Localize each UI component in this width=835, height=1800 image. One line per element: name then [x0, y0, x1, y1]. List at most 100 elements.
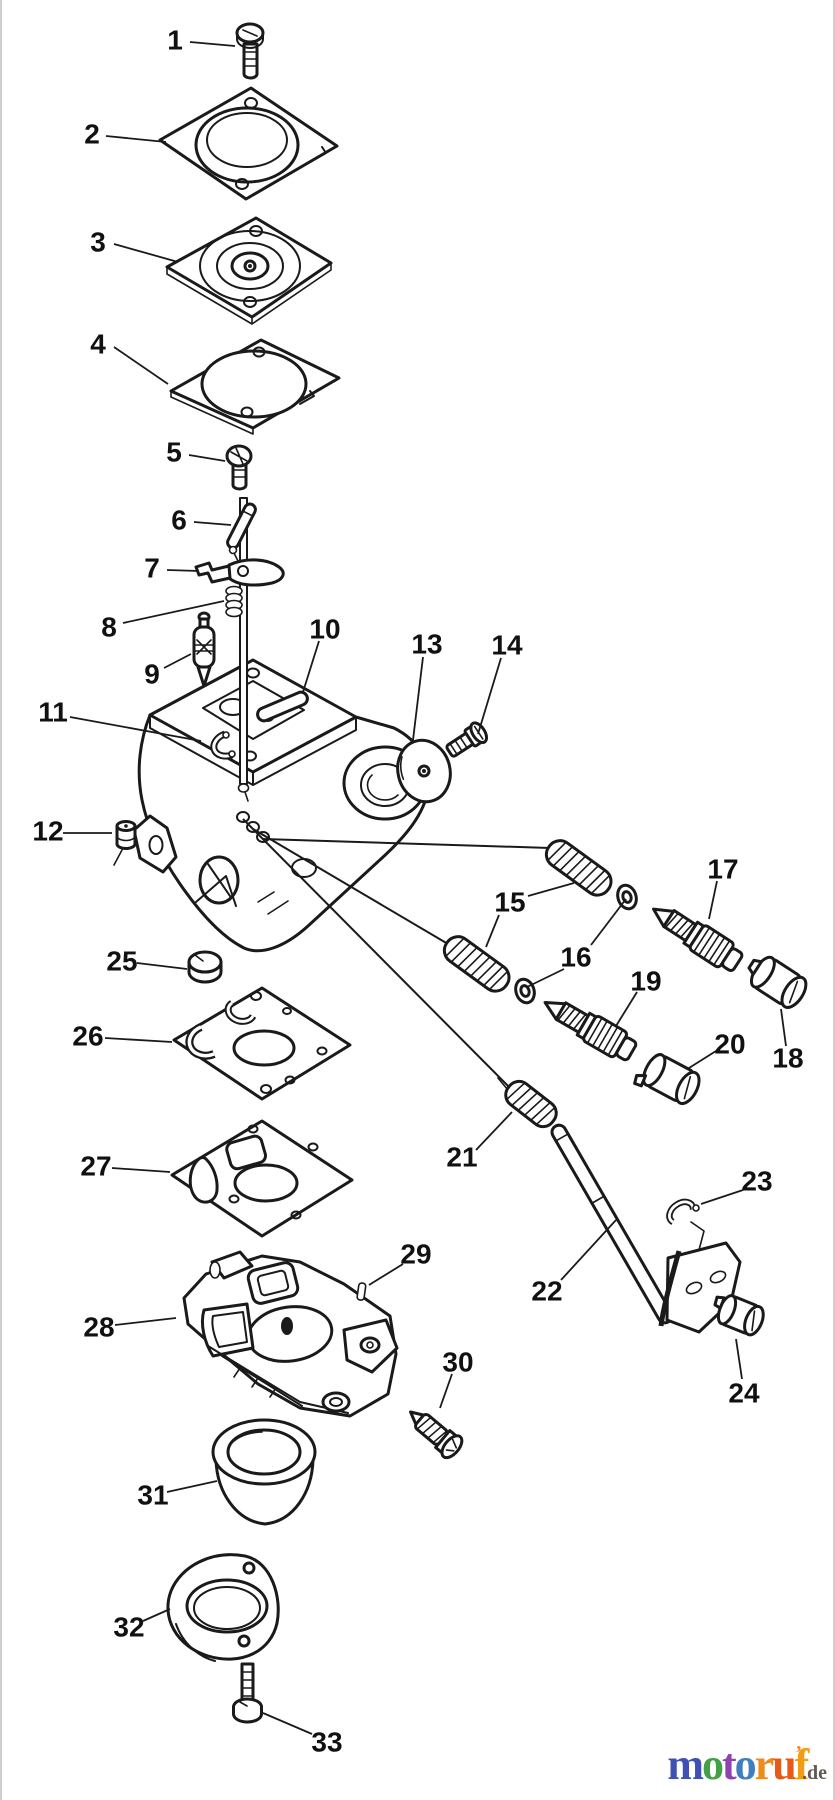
watermark-letters: motoruf	[667, 1740, 810, 1789]
part-15-spring-upper	[544, 839, 613, 897]
callout-9: 9	[144, 659, 160, 690]
part-10-pivot-pin	[256, 690, 309, 723]
part-12-check-valve	[113, 820, 137, 866]
watermark-letter: u	[772, 1740, 797, 1789]
callout-17: 17	[707, 854, 738, 885]
part-14-throttle-plate-screw	[445, 721, 489, 758]
callout-4: 4	[90, 329, 106, 360]
part-3-metering-diaphragm	[165, 216, 333, 325]
callout-10: 10	[309, 614, 340, 645]
part-32-primer-flange	[166, 1553, 280, 1662]
part-13-throttle-plate	[396, 738, 452, 804]
part-31-primer-base-cup	[211, 1418, 317, 1526]
part-33-base-screw	[232, 1662, 263, 1724]
callout-12: 12	[32, 816, 63, 847]
leader-line-16	[590, 898, 627, 946]
watermark-suffix: .de	[802, 1762, 827, 1784]
leader-line-1	[189, 41, 236, 47]
leader-line-31	[166, 1480, 218, 1493]
callout-18: 18	[772, 1043, 803, 1074]
callout-23: 23	[741, 1166, 772, 1197]
leader-line-5	[188, 454, 226, 462]
part-17-mixture-needle-upper	[652, 907, 744, 972]
leader-line-17	[708, 880, 718, 920]
callout-25: 25	[106, 946, 137, 977]
leader-line-14	[477, 657, 502, 735]
leader-line-11	[69, 716, 202, 742]
watermark-letter: m	[667, 1740, 704, 1789]
callout-15: 15	[494, 887, 525, 918]
callout-1: 1	[167, 25, 183, 56]
watermark-letter: f	[794, 1740, 810, 1789]
leader-line-9	[163, 653, 192, 669]
leader-line-15	[485, 914, 500, 948]
part-8-lever-spring	[225, 585, 243, 618]
leader-line-21	[475, 1111, 513, 1151]
callout-33: 33	[311, 1727, 342, 1758]
leader-line-4	[113, 346, 169, 385]
part-20-limiter-cap-lower	[633, 1053, 701, 1106]
part-29-pump-pin	[356, 1282, 367, 1301]
callout-30: 30	[442, 1347, 473, 1378]
part-2-pump-cover	[158, 86, 339, 201]
leader-line-33	[262, 1712, 313, 1735]
part-26-pump-plate	[172, 986, 352, 1101]
watermark-letter: o	[734, 1740, 757, 1789]
callout-26: 26	[72, 1021, 103, 1052]
part-15-spring-lower	[442, 935, 511, 993]
callout-27: 27	[80, 1151, 111, 1182]
leader-line-16	[526, 968, 565, 988]
part-24-swivel-nut	[713, 1294, 765, 1337]
leader-line-19	[615, 991, 638, 1027]
callout-2: 2	[84, 119, 100, 150]
leader-line-6	[193, 521, 232, 526]
part-4-metering-gasket	[169, 338, 341, 435]
part-21-throttle-spring	[504, 1079, 558, 1129]
leader-line-8	[122, 600, 225, 624]
leader-line-26	[104, 1037, 173, 1043]
leader-line-7	[166, 569, 200, 572]
callout-21: 21	[446, 1142, 477, 1173]
callout-3: 3	[90, 227, 106, 258]
leader-line-20	[688, 1050, 717, 1069]
part-11-retaining-clip	[210, 730, 236, 760]
part-5-lever-screw	[225, 444, 253, 491]
watermark-letter: r	[754, 1740, 774, 1789]
scan-edge-artifact-right	[833, 0, 835, 1800]
watermark-letter: o	[702, 1740, 724, 1789]
watermark-letter: t	[722, 1740, 737, 1789]
callout-31: 31	[137, 1480, 168, 1511]
part-1-cover-screw	[235, 22, 265, 80]
callout-20: 20	[714, 1029, 745, 1060]
leader-line-28	[114, 1317, 177, 1326]
leader-line-29	[368, 1263, 404, 1286]
scan-edge-artifact-left	[0, 0, 2, 1800]
leader-line-10	[302, 640, 320, 693]
callout-19: 19	[630, 966, 661, 997]
assembly-axis-lines	[242, 818, 551, 1091]
callout-13: 13	[411, 629, 442, 660]
leader-line-24	[735, 1338, 743, 1380]
leader-line-25	[136, 962, 188, 970]
motoruf-watermark: motoruf’.de	[667, 1739, 827, 1790]
callout-5: 5	[166, 437, 182, 468]
leader-line-13	[412, 656, 424, 741]
part-28-pump-body	[182, 1250, 399, 1418]
callout-28: 28	[83, 1312, 114, 1343]
part-7-metering-lever	[194, 545, 285, 587]
callout-29: 29	[400, 1239, 431, 1270]
callout-32: 32	[113, 1612, 144, 1643]
leader-line-23	[700, 1189, 744, 1205]
leader-line-15	[527, 882, 575, 897]
callout-8: 8	[101, 612, 117, 643]
callout-24: 24	[728, 1378, 760, 1409]
metering-needle-shaft	[237, 497, 250, 802]
callout-16: 16	[560, 942, 591, 973]
leader-line-18	[780, 1008, 787, 1047]
part-23-throttle-link-clip	[666, 1198, 700, 1225]
callout-14: 14	[491, 630, 523, 661]
leader-line-32	[142, 1608, 171, 1622]
